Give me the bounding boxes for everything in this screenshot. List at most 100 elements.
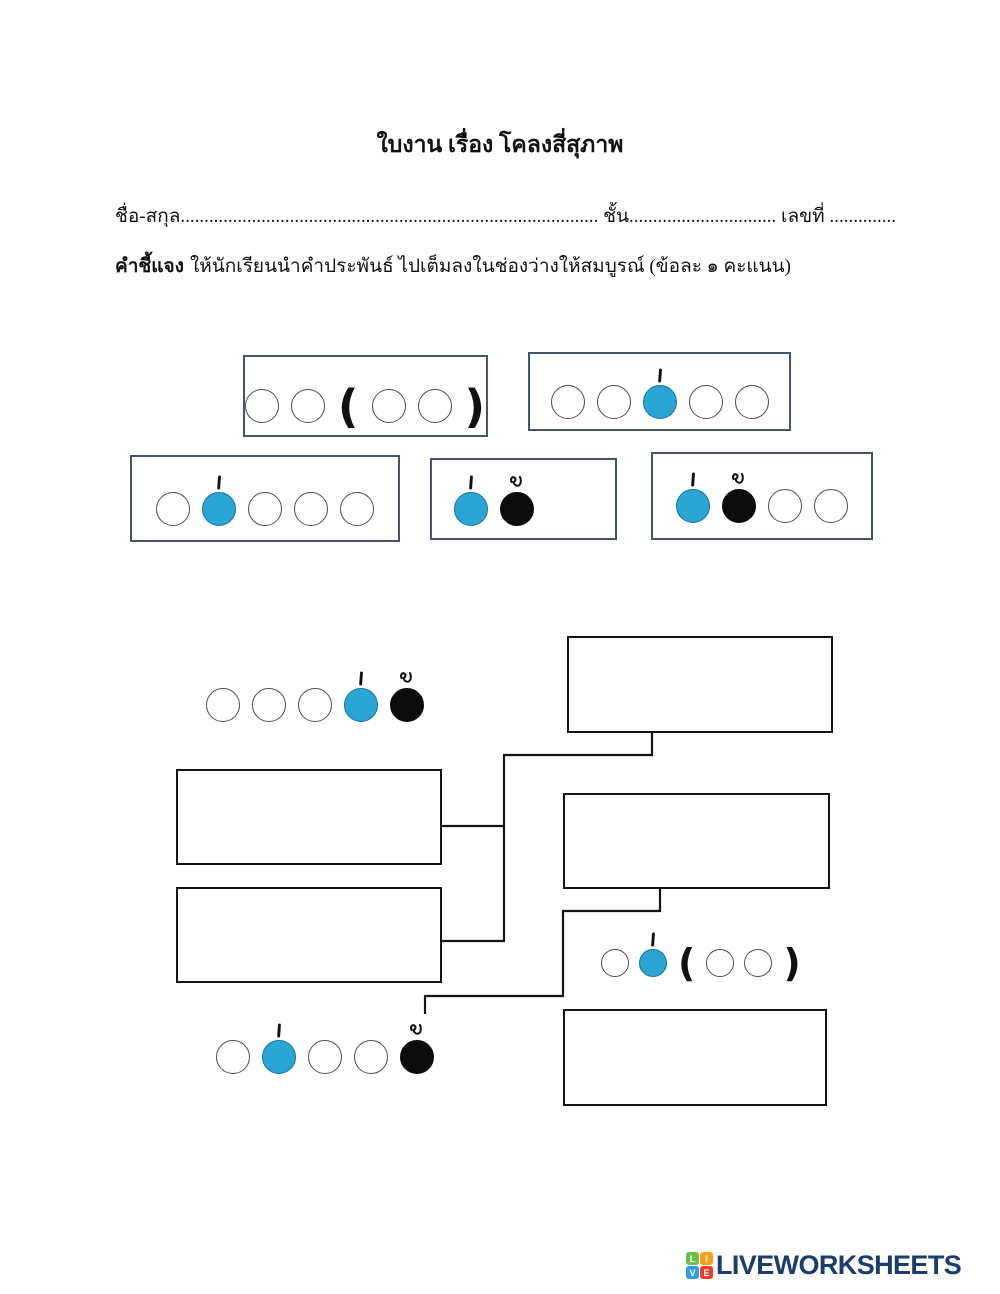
pattern-cell [814, 469, 848, 523]
pattern-cell [550, 365, 585, 419]
syllable-pattern [156, 472, 374, 526]
syllable-circle-white [244, 389, 279, 423]
mai-tho-icon [510, 476, 522, 487]
diagram-pattern-middle: () [601, 931, 802, 985]
syllable-circle-blue [202, 491, 236, 526]
pattern-cell [206, 668, 240, 722]
mai-ek-icon [657, 368, 662, 382]
syllable-circle-white [417, 389, 452, 423]
tone-mark-slot [647, 931, 659, 949]
syllable-circle-white [596, 384, 631, 419]
pattern-cell [454, 472, 488, 526]
mai-ek-icon [359, 671, 363, 686]
open-paren: ( [678, 941, 696, 985]
answer-box-3[interactable] [176, 887, 442, 983]
syllable-circle-black [400, 1040, 434, 1074]
brand-tile-i: I [700, 1252, 713, 1265]
diagram-pattern-top [206, 668, 424, 722]
mai-tho-icon [400, 672, 412, 683]
pattern-cell [294, 472, 328, 526]
pattern-card-blue-black[interactable] [430, 458, 617, 540]
pattern-cell [252, 668, 286, 722]
mai-ek-icon [277, 1023, 281, 1038]
syllable-circle-white [550, 384, 585, 419]
class-label: ชั้น [603, 206, 630, 227]
mai-ek-icon [217, 475, 221, 489]
brand-tile-l: L [686, 1252, 699, 1265]
syllable-pattern [550, 365, 769, 419]
brand-tile-e: E [700, 1266, 713, 1279]
number-dotted-line: .......................... [829, 206, 895, 227]
instruction-label: คำชี้แจง [115, 256, 184, 277]
pattern-cell: ( [677, 931, 696, 985]
syllable-circle-white [216, 1040, 250, 1074]
tone-mark-slot [509, 472, 525, 492]
instruction-text: ให้นักเรียนนำคำประพันธ์ ไปเต็มลงในช่องว่… [189, 256, 791, 277]
syllable-circle-white [814, 489, 848, 523]
pattern-cell [722, 469, 756, 523]
pattern-cell [262, 1020, 296, 1074]
pattern-cell [744, 931, 773, 977]
syllable-circle-white [601, 949, 629, 977]
syllable-circle-white [156, 491, 190, 526]
answer-box-5[interactable] [563, 1009, 827, 1106]
pattern-cell [596, 365, 631, 419]
tone-mark-slot [731, 469, 747, 489]
brand-tile-v: V [686, 1266, 699, 1279]
pattern-cell [688, 365, 723, 419]
pattern-cell [400, 1020, 434, 1074]
pattern-cell [308, 1020, 342, 1074]
pattern-cell [390, 668, 424, 722]
tone-mark-slot [409, 1020, 425, 1040]
syllable-pattern [454, 472, 534, 526]
pattern-card-blue-third[interactable] [528, 352, 791, 431]
syllable-pattern: () [244, 369, 486, 433]
tone-mark-slot [687, 469, 699, 489]
syllable-circle-white [340, 491, 374, 526]
close-paren: ) [464, 379, 486, 433]
class-dotted-line: ............................... [629, 206, 777, 227]
syllable-circle-white [688, 384, 723, 419]
answer-box-4[interactable] [563, 793, 830, 889]
answer-box-2[interactable] [176, 769, 442, 865]
pattern-cell [244, 369, 279, 423]
pattern-cell [734, 365, 769, 419]
pattern-cell [371, 369, 406, 423]
pattern-cell [676, 469, 710, 523]
close-paren: ) [783, 941, 801, 985]
pattern-cell [340, 472, 374, 526]
syllable-circle-white [298, 688, 332, 722]
pattern-cell [216, 1020, 250, 1074]
pattern-card-parens[interactable]: () [243, 355, 488, 437]
pattern-cell [601, 931, 629, 977]
open-paren: ( [337, 379, 359, 433]
pattern-cell [768, 469, 802, 523]
syllable-circle-white [206, 688, 240, 722]
syllable-circle-black [722, 489, 756, 523]
pattern-card-blue-second[interactable] [130, 455, 400, 542]
pattern-card-blue-black-white[interactable] [651, 452, 873, 540]
tone-mark-slot [355, 668, 367, 688]
pattern-cell [156, 472, 190, 526]
pattern-cell [248, 472, 282, 526]
mai-ek-icon [651, 932, 655, 947]
syllable-circle-blue [642, 384, 677, 419]
pattern-cell [639, 931, 667, 977]
syllable-circle-black [390, 688, 424, 722]
syllable-circle-white [354, 1040, 388, 1074]
syllable-circle-blue [262, 1040, 296, 1074]
syllable-circle-white [248, 491, 282, 526]
syllable-circle-white [706, 949, 735, 977]
student-info-line: ชื่อ-สกุล...............................… [115, 201, 895, 231]
brand-name: LIVEWORKSHEETS [716, 1250, 962, 1280]
syllable-pattern [676, 469, 848, 523]
pattern-cell [417, 369, 452, 423]
answer-box-1[interactable] [567, 636, 833, 733]
instruction-line: คำชี้แจงให้นักเรียนนำคำประพันธ์ ไปเต็มลง… [115, 251, 791, 281]
pattern-cell [706, 931, 735, 977]
syllable-circle-white [290, 389, 325, 423]
pattern-cell: ( [337, 369, 360, 433]
